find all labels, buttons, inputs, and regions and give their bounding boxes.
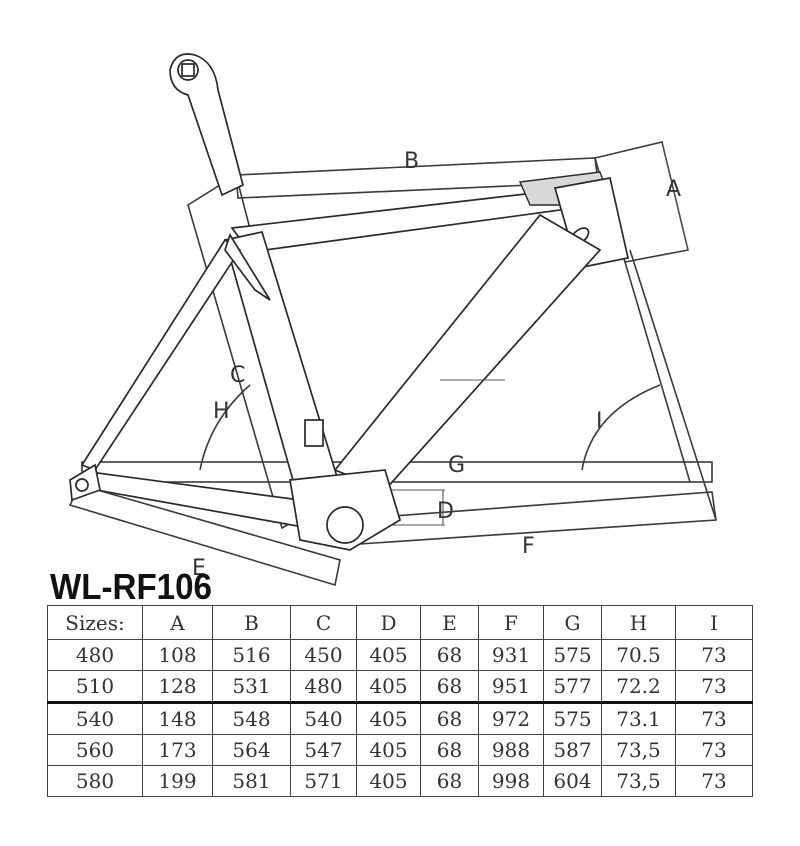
table-cell: 577 xyxy=(543,670,602,703)
table-cell: 510 xyxy=(47,670,143,703)
table-cell: 148 xyxy=(142,701,213,735)
table-cell: 540 xyxy=(47,701,143,735)
dimension-letters: A B C D E F G H I xyxy=(192,149,681,581)
dim-label-f: F xyxy=(522,534,535,559)
table-cell: 68 xyxy=(420,701,479,735)
table-cell: 540 xyxy=(290,701,357,735)
frame-geometry-diagram: A B C D E F G H I xyxy=(68,53,717,587)
dim-label-h: H xyxy=(213,399,230,424)
table-cell: 560 xyxy=(47,734,143,766)
table-cell: 580 xyxy=(47,765,143,797)
table-cell: 73 xyxy=(675,639,753,671)
dim-label-i: I xyxy=(596,409,603,434)
table-cell: 405 xyxy=(356,670,421,703)
table-cell: 73.1 xyxy=(601,701,676,735)
table-cell: 571 xyxy=(290,765,357,797)
dim-label-a: A xyxy=(666,177,681,202)
table-cell: 931 xyxy=(478,639,544,671)
table-cell: 73,5 xyxy=(601,765,676,797)
table-cell: 575 xyxy=(543,701,602,735)
table-cell: 516 xyxy=(212,639,291,671)
table-cell: 998 xyxy=(478,765,544,797)
table-cell: 199 xyxy=(142,765,213,797)
dim-label-b: B xyxy=(404,149,419,174)
table-header-cell: E xyxy=(420,605,479,640)
table-cell: 68 xyxy=(420,670,479,703)
table-cell: 548 xyxy=(212,701,291,735)
table-cell: 405 xyxy=(356,639,421,671)
dim-label-e: E xyxy=(192,556,206,581)
table-cell: 72.2 xyxy=(601,670,676,703)
table-cell: 405 xyxy=(356,765,421,797)
table-cell: 564 xyxy=(212,734,291,766)
table-header-cell: Sizes: xyxy=(47,605,143,640)
table-cell: 73 xyxy=(675,701,753,735)
table-cell: 73,5 xyxy=(601,734,676,766)
table-cell: 70.5 xyxy=(601,639,676,671)
table-header-cell: B xyxy=(212,605,291,640)
table-cell: 173 xyxy=(142,734,213,766)
table-cell: 128 xyxy=(142,670,213,703)
dim-label-d: D xyxy=(437,499,454,524)
table-cell: 108 xyxy=(142,639,213,671)
table-cell: 604 xyxy=(543,765,602,797)
table-header-cell: F xyxy=(478,605,544,640)
table-header-cell: I xyxy=(675,605,753,640)
dim-label-c: C xyxy=(230,363,245,388)
table-header-cell: G xyxy=(543,605,602,640)
table-cell: 73 xyxy=(675,734,753,766)
table-cell: 480 xyxy=(290,670,357,703)
table-header-cell: D xyxy=(356,605,421,640)
table-cell: 73 xyxy=(675,765,753,797)
table-cell: 480 xyxy=(47,639,143,671)
table-cell: 68 xyxy=(420,639,479,671)
table-cell: 405 xyxy=(356,701,421,735)
bike-frame xyxy=(69,53,630,551)
table-cell: 450 xyxy=(290,639,357,671)
table-cell: 988 xyxy=(478,734,544,766)
table-header-cell: H xyxy=(601,605,676,640)
table-cell: 68 xyxy=(420,765,479,797)
table-cell: 972 xyxy=(478,701,544,735)
table-cell: 531 xyxy=(212,670,291,703)
table-cell: 587 xyxy=(543,734,602,766)
dim-label-g: G xyxy=(448,453,465,478)
table-cell: 581 xyxy=(212,765,291,797)
table-header-cell: C xyxy=(290,605,357,640)
table-cell: 73 xyxy=(675,670,753,703)
table-cell: 405 xyxy=(356,734,421,766)
table-header-cell: A xyxy=(142,605,213,640)
table-cell: 547 xyxy=(290,734,357,766)
table-cell: 951 xyxy=(478,670,544,703)
model-title: WL-RF106 xyxy=(50,566,212,607)
table-cell: 68 xyxy=(420,734,479,766)
table-cell: 575 xyxy=(543,639,602,671)
